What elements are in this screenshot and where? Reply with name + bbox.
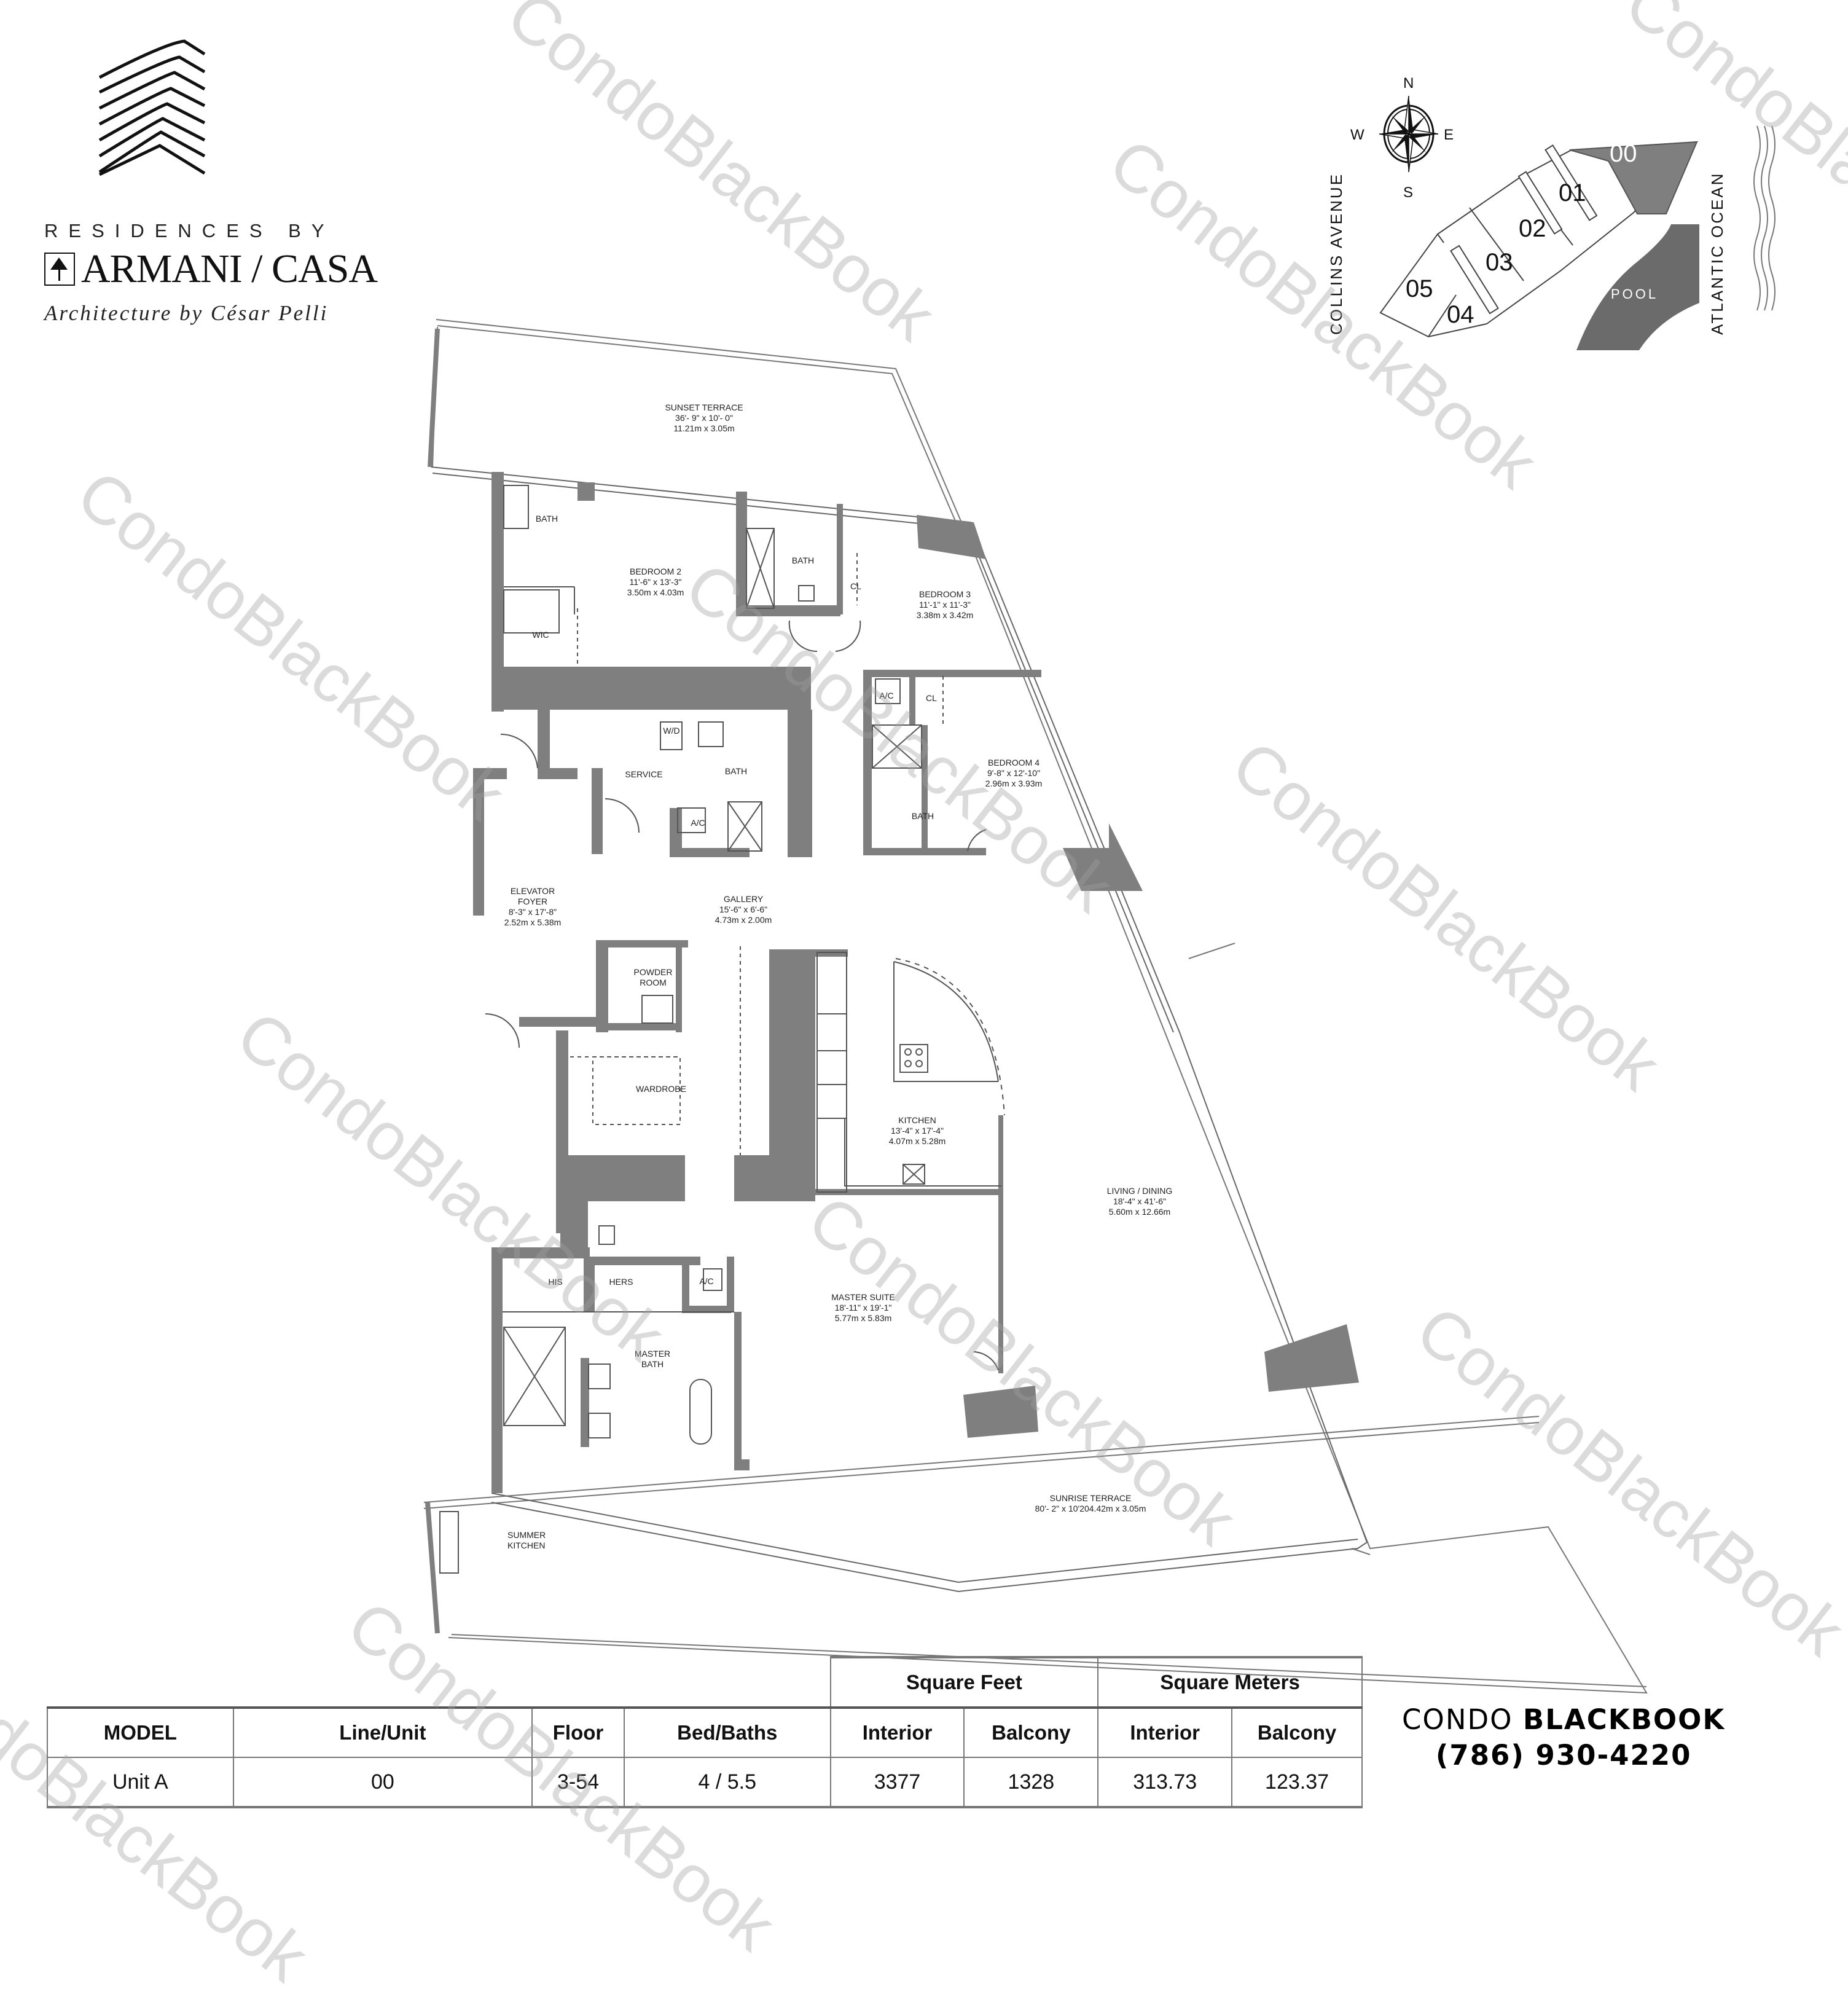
contact-phone[interactable]: (786) 930-4220 — [1435, 1739, 1692, 1771]
col-header-sqm-balcony: Balcony — [1231, 1706, 1363, 1758]
room-bath-3: BATH — [911, 811, 934, 821]
building-logo-icon — [98, 39, 206, 176]
room-ac-2: A/C — [691, 818, 705, 828]
group-header-square-meters: Square Meters — [1097, 1656, 1363, 1708]
armani-lamp-icon — [44, 253, 75, 286]
col-header-sqft-balcony: Balcony — [963, 1706, 1099, 1758]
cell-floor: 3-54 — [531, 1757, 625, 1808]
room-service: SERVICE — [625, 769, 663, 779]
pool-shape — [1576, 224, 1699, 350]
room-bath-2: BATH — [791, 555, 815, 565]
key-plan-cores — [1450, 144, 1598, 315]
compass-n: N — [1403, 75, 1414, 92]
street-collins-avenue: COLLINS AVENUE — [1327, 172, 1345, 335]
key-unit-01: 01 — [1559, 179, 1586, 206]
room-ac-1: A/C — [879, 691, 894, 700]
room-ac-3: A/C — [699, 1276, 714, 1286]
room-sunrise-terrace: SUNRISE TERRACE 80'- 2" x 10'204.42m x 3… — [1035, 1493, 1146, 1513]
key-pool-label: POOL — [1611, 286, 1659, 302]
cell-sqft-balcony: 1328 — [963, 1757, 1099, 1808]
summer-kitchen-counter — [439, 1511, 459, 1574]
brand-blackbook: BLACKBOOK — [1522, 1703, 1726, 1736]
compass-e: E — [1444, 127, 1454, 143]
room-wic: WIC — [532, 630, 549, 640]
room-wd: W/D — [663, 726, 680, 736]
cell-bed-baths: 4 / 5.5 — [623, 1757, 831, 1808]
table-row: Unit A 00 3-54 4 / 5.5 3377 1328 313.73 … — [47, 1757, 1363, 1808]
doors — [485, 620, 999, 1371]
unit-specs-table: Square Feet Square Meters MODEL Line/Uni… — [47, 1656, 1363, 1808]
room-hers: HERS — [609, 1277, 633, 1287]
unit-00-highlight — [1569, 141, 1698, 214]
col-header-bed-baths: Bed/Baths — [623, 1706, 831, 1758]
key-unit-02: 02 — [1519, 215, 1546, 242]
room-cl-1: CL — [850, 581, 861, 591]
room-his: HIS — [548, 1277, 563, 1287]
col-header-sqm-interior: Interior — [1097, 1706, 1233, 1758]
cell-sqm-interior: 313.73 — [1097, 1757, 1233, 1808]
facade-glazing — [431, 466, 1368, 1593]
cell-model: Unit A — [47, 1757, 234, 1808]
room-bath-4: BATH — [724, 766, 748, 776]
key-unit-03: 03 — [1486, 249, 1513, 276]
logo-armani-casa: ARMANI / CASA — [44, 246, 378, 292]
col-header-floor: Floor — [531, 1706, 625, 1758]
sunset-terrace-west-wall — [428, 328, 440, 468]
group-header-square-feet: Square Feet — [829, 1656, 1099, 1708]
table-group-header-row: Square Feet Square Meters — [47, 1656, 1363, 1708]
summer-kitchen-wall — [425, 1502, 440, 1634]
logo-residences-by: RESIDENCES BY — [44, 220, 335, 241]
key-unit-00: 00 — [1610, 140, 1637, 167]
col-header-model: MODEL — [47, 1706, 234, 1758]
key-unit-04: 04 — [1447, 301, 1474, 328]
interior-lines — [503, 485, 1005, 1445]
floor-plan-drawing — [98, 39, 1776, 1694]
street-atlantic-ocean: ATLANTIC OCEAN — [1708, 171, 1726, 335]
room-cl-2: CL — [926, 693, 937, 703]
logo-architecture-by: Architecture by César Pelli — [44, 301, 329, 325]
armani-casa-text: ARMANI / CASA — [81, 246, 378, 291]
walls — [473, 472, 1359, 1493]
ocean-waves-icon — [1753, 125, 1776, 311]
cell-sqm-balcony: 123.37 — [1231, 1757, 1363, 1808]
table-header-row: MODEL Line/Unit Floor Bed/Baths Interior… — [47, 1706, 1363, 1758]
col-header-sqft-interior: Interior — [829, 1706, 965, 1758]
condo-blackbook-contact: CONDO BLACKBOOK (786) 930-4220 — [1402, 1702, 1725, 1773]
room-wardrobe: WARDROBE — [636, 1084, 686, 1094]
room-bath-1: BATH — [535, 514, 558, 524]
key-unit-05: 05 — [1406, 275, 1433, 302]
cell-sqft-interior: 3377 — [829, 1757, 965, 1808]
brand-condo: CONDO — [1402, 1703, 1513, 1736]
compass-w: W — [1350, 127, 1364, 143]
cell-line-unit: 00 — [232, 1757, 533, 1808]
compass-s: S — [1403, 184, 1414, 201]
col-header-line-unit: Line/Unit — [232, 1706, 533, 1758]
compass-rose-icon — [1379, 95, 1439, 173]
